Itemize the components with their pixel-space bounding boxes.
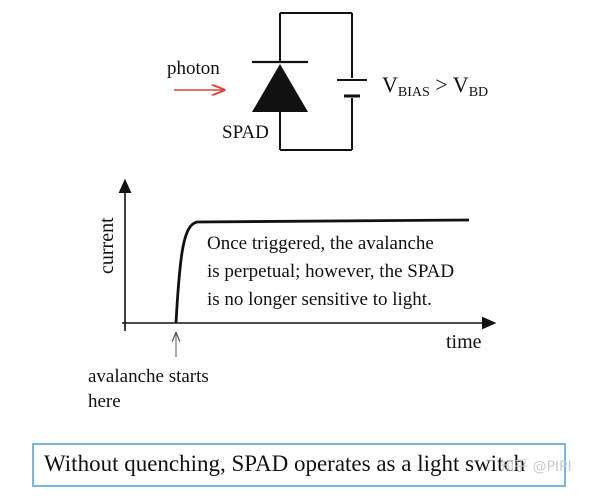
annotation-line-1: Once triggered, the avalanche (207, 233, 434, 254)
annotation-line-3: is no longer sensitive to light. (207, 289, 432, 310)
bias-v: V (382, 72, 398, 97)
breakdown-subscript: BD (469, 85, 488, 100)
marker-line-1: avalanche starts (88, 366, 209, 387)
annotation-text: Once triggered, the avalanche is perpetu… (207, 233, 454, 310)
spad-diode-icon (252, 60, 308, 112)
caption-box (32, 443, 566, 487)
avalanche-marker-label: avalanche starts here (88, 366, 209, 412)
watermark: 知乎 @PIPI (500, 459, 572, 475)
spad-label: SPAD (222, 122, 269, 143)
circuit-wires (279, 12, 353, 151)
bias-condition-label: VBIAS > VBD (382, 72, 488, 100)
photon-label: photon (167, 58, 220, 79)
bias-operator: > V (430, 72, 469, 97)
bias-battery-icon (337, 79, 367, 98)
current-curve (174, 218, 470, 324)
marker-line-2: here (88, 391, 121, 412)
annotation-line-2: is perpetual; however, the SPAD (207, 261, 454, 282)
y-axis-label: current (96, 217, 118, 274)
x-axis-label: time (446, 331, 482, 353)
bias-subscript: BIAS (398, 85, 430, 100)
caption-text: Without quenching, SPAD operates as a li… (44, 451, 526, 476)
